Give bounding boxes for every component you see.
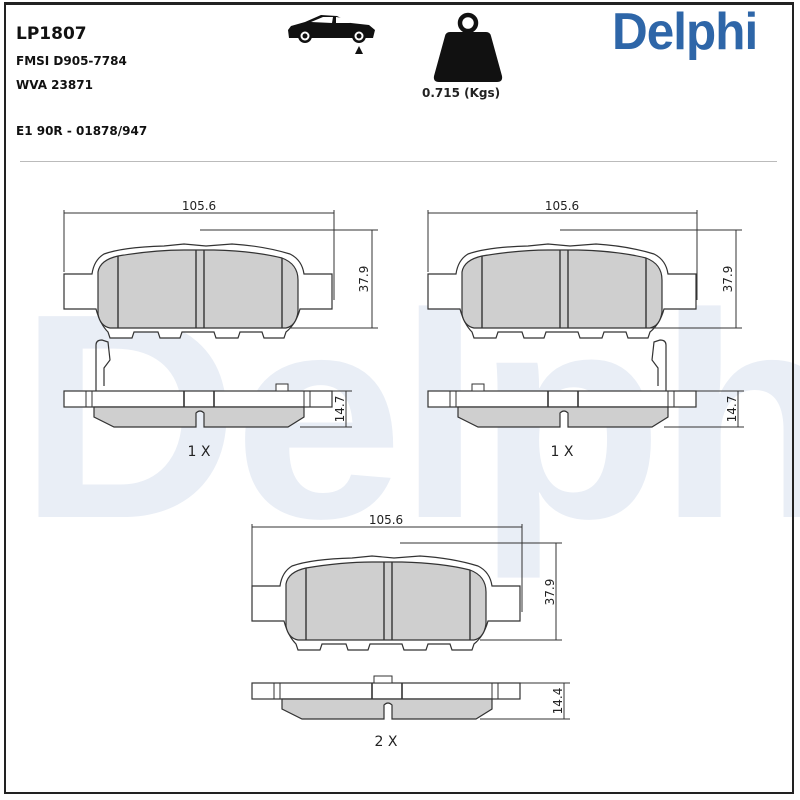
pad-right-wear-clip <box>651 339 667 391</box>
ece-approval: E1 90R - 01878/947 <box>16 124 148 138</box>
pad-right-height: 37.9 <box>721 266 735 293</box>
brand-logo: Delphi <box>612 3 758 61</box>
header-divider <box>20 161 777 162</box>
pad-right-face-view <box>427 243 697 339</box>
pad-left-thickness: 14.7 <box>333 396 347 423</box>
pad-right-side-view <box>427 390 697 428</box>
pad-bottom-width: 105.6 <box>369 513 403 527</box>
pad-right-width-dimension: 105.6 <box>427 199 698 300</box>
drawing-frame <box>4 2 794 794</box>
pad-bottom-height: 37.9 <box>543 579 557 606</box>
pad-bottom-side-view <box>251 682 521 720</box>
pad-left-thickness-dimension: 14.7 <box>300 390 352 428</box>
pad-left-wear-clip <box>95 339 111 391</box>
pad-right-thickness: 14.7 <box>725 396 739 423</box>
weight-value: 0.715 (Kgs) <box>422 86 501 100</box>
pad-left-quantity: 1 X <box>188 444 211 460</box>
pad-right-height-dimension: 37.9 <box>560 229 742 329</box>
pad-right-width: 105.6 <box>545 199 579 213</box>
pad-right-quantity: 1 X <box>551 444 574 460</box>
car-rear-axle-icon <box>288 15 375 54</box>
pad-left-height-dimension: 37.9 <box>200 229 378 329</box>
weight-icon <box>433 12 503 82</box>
wva-code: WVA 23871 <box>16 78 93 92</box>
part-number: LP1807 <box>16 24 87 44</box>
pad-left-width-dimension: 105.6 <box>63 199 335 300</box>
pad-left-face-view <box>63 243 333 339</box>
pad-left-side-view <box>63 390 333 428</box>
pad-left-height: 37.9 <box>357 266 371 293</box>
pad-bottom-thickness-dimension: 14.4 <box>480 682 570 720</box>
pad-bottom-thickness: 14.4 <box>551 688 565 715</box>
fmsi-code: FMSI D905-7784 <box>16 54 127 68</box>
pad-bottom-quantity: 2 X <box>375 734 398 750</box>
pad-right-thickness-dimension: 14.7 <box>664 390 744 428</box>
pad-left-width: 105.6 <box>182 199 216 213</box>
pad-bottom-height-dimension: 37.9 <box>400 542 562 641</box>
pad-bottom-face-view <box>251 555 521 651</box>
pad-bottom-width-dimension: 105.6 <box>251 513 523 612</box>
